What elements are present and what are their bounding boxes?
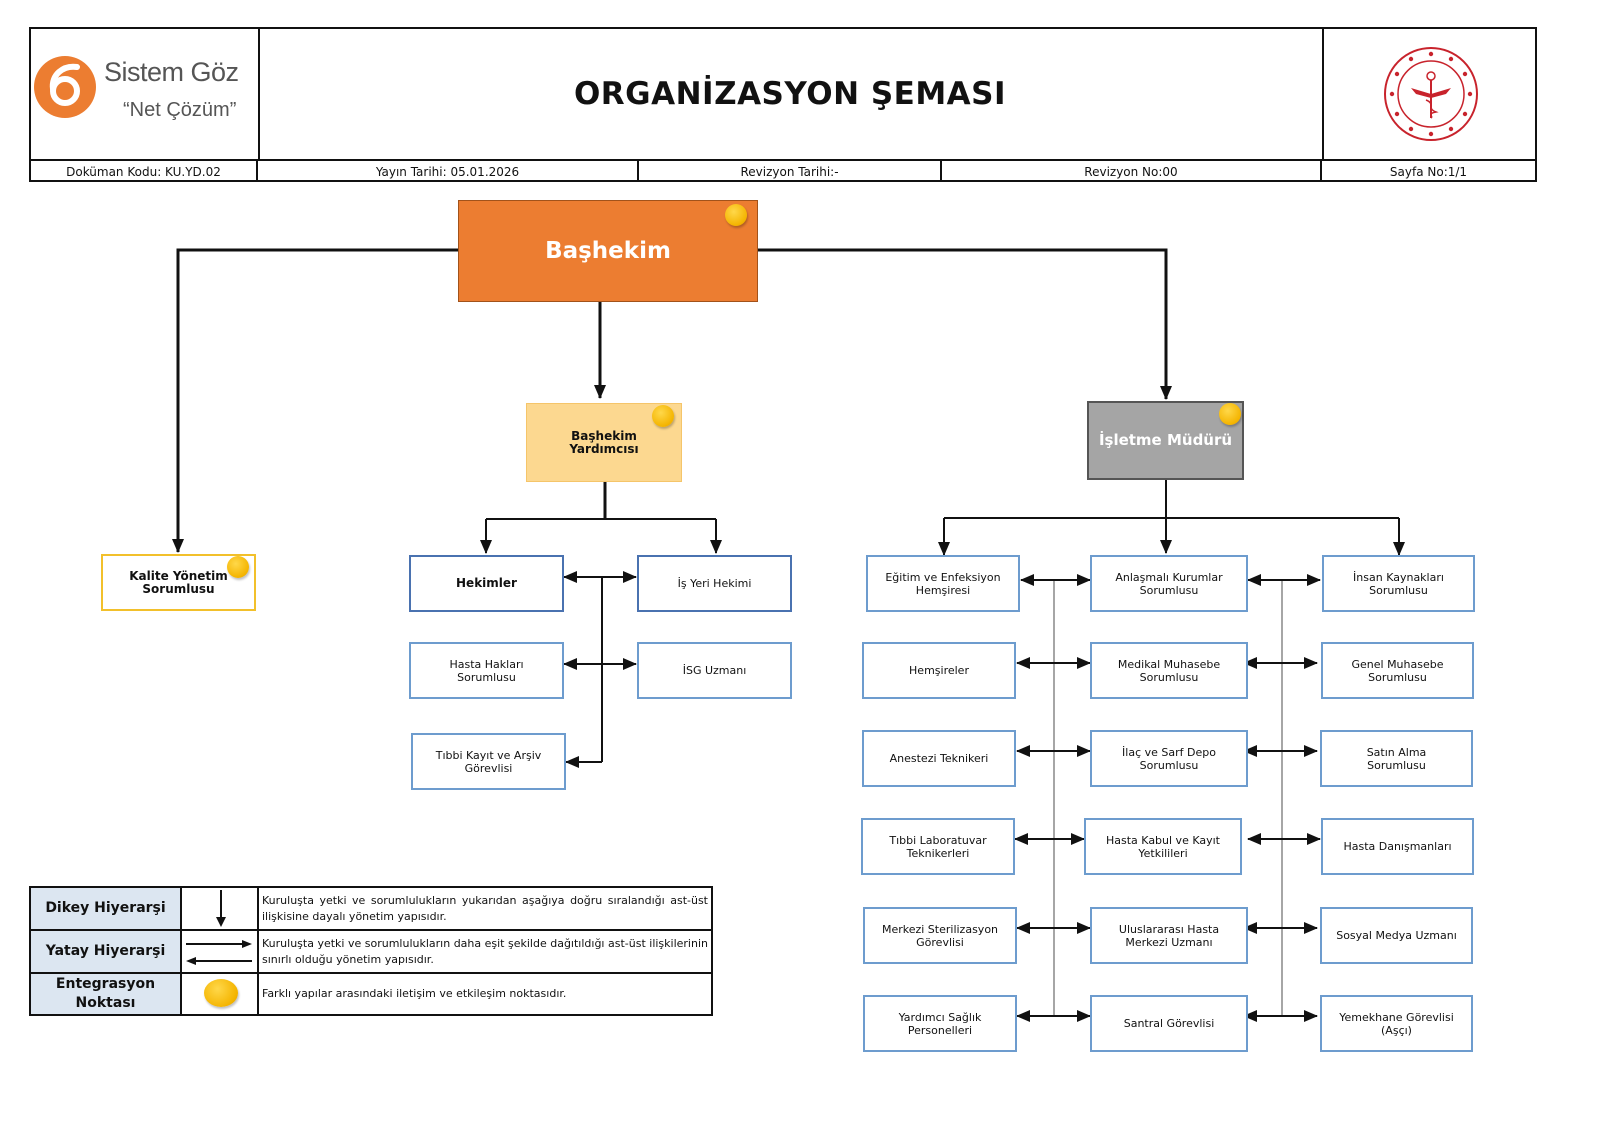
legend-symbol bbox=[182, 974, 259, 1014]
revision-number: Revizyon No:00 bbox=[942, 161, 1322, 182]
org-node[interactable]: Yemekhane Görevlisi (Aşçı) bbox=[1320, 995, 1473, 1052]
legend-name: Entegrasyon Noktası bbox=[31, 974, 182, 1014]
org-node-label: Satın Alma Sorumlusu bbox=[1366, 745, 1427, 772]
org-node-label: Santral Görevlisi bbox=[1123, 1017, 1215, 1030]
org-node[interactable]: Santral Görevlisi bbox=[1090, 995, 1248, 1052]
line-top-to-quality bbox=[172, 248, 458, 553]
org-node[interactable]: Anlaşmalı Kurumlar Sorumlusu bbox=[1090, 555, 1248, 612]
legend-name: Yatay Hiyerarşi bbox=[31, 931, 182, 972]
arrows-horizontal-icon bbox=[186, 940, 252, 965]
org-node-tibbi-kayit[interactable]: Tıbbi Kayıt ve Arşiv Görevlisi bbox=[411, 733, 566, 790]
integration-point-icon bbox=[1219, 403, 1241, 425]
line-top-to-manager bbox=[757, 248, 1172, 400]
org-node[interactable]: İlaç ve Sarf Depo Sorumlusu bbox=[1090, 730, 1248, 787]
org-node-label: İnsan Kaynakları Sorumlusu bbox=[1353, 570, 1444, 597]
org-node-isg-uzmani[interactable]: İSG Uzmanı bbox=[637, 642, 792, 699]
ministry-emblem bbox=[1322, 29, 1537, 159]
org-node[interactable]: Satın Alma Sorumlusu bbox=[1320, 730, 1473, 787]
org-node[interactable]: Uluslararası Hasta Merkezi Uzmanı bbox=[1090, 907, 1248, 964]
org-node-label: İSG Uzmanı bbox=[682, 664, 747, 677]
org-node[interactable]: Anestezi Teknikeri bbox=[862, 730, 1016, 787]
org-node-label: Kalite Yönetim Sorumlusu bbox=[129, 568, 228, 596]
org-node-label: Hekimler bbox=[456, 576, 517, 590]
legend-symbol bbox=[182, 888, 259, 929]
legend-description: Kuruluşta yetki ve sorumlulukların yukar… bbox=[262, 893, 708, 923]
org-node-isletme-muduru[interactable]: İşletme Müdürü bbox=[1087, 401, 1244, 480]
publish-date: Yayın Tarihi: 05.01.2026 bbox=[258, 161, 639, 182]
sistem-goz-logo-icon bbox=[34, 56, 96, 118]
document-code: Doküman Kodu: KU.YD.02 bbox=[31, 161, 258, 182]
page-number: Sayfa No:1/1 bbox=[1389, 164, 1468, 179]
org-node-is-yeri-hekimi[interactable]: İş Yeri Hekimi bbox=[637, 555, 792, 612]
org-node-label: Hasta Hakları Sorumlusu bbox=[449, 657, 524, 684]
org-node-label: Sosyal Medya Uzmanı bbox=[1336, 929, 1457, 942]
logo-name: Sistem Göz bbox=[104, 57, 239, 87]
org-node-label: Uluslararası Hasta Merkezi Uzmanı bbox=[1118, 922, 1220, 949]
org-node[interactable]: Merkezi Sterilizasyon Görevlisi bbox=[863, 907, 1017, 964]
org-node-bashekim[interactable]: Başhekim bbox=[458, 200, 758, 302]
org-node[interactable]: Sosyal Medya Uzmanı bbox=[1320, 907, 1473, 964]
org-node-label: Medikal Muhasebe Sorumlusu bbox=[1117, 657, 1221, 684]
ministry-of-health-emblem-icon bbox=[1383, 47, 1478, 141]
org-node-label: İlaç ve Sarf Depo Sorumlusu bbox=[1122, 745, 1216, 772]
legend-symbol bbox=[182, 931, 259, 972]
logo-tagline: “Net Çözüm” bbox=[123, 99, 237, 121]
legend-table: Dikey Hiyerarşi Kuruluşta yetki ve sorum… bbox=[29, 886, 713, 1016]
page-title: ORGANİZASYON ŞEMASI bbox=[573, 76, 1007, 112]
legend-row-yatay: Yatay Hiyerarşi Kuruluşta yetki ve sorum… bbox=[31, 931, 711, 974]
org-node[interactable]: Eğitim ve Enfeksiyon Hemşiresi bbox=[866, 555, 1020, 612]
org-node-label: Anlaşmalı Kurumlar Sorumlusu bbox=[1115, 570, 1223, 597]
org-node-label: Hemşireler bbox=[909, 664, 969, 677]
org-node[interactable]: İnsan Kaynakları Sorumlusu bbox=[1322, 555, 1475, 612]
org-node[interactable]: Yardımcı Sağlık Personelleri bbox=[863, 995, 1017, 1052]
org-node-label: Yemekhane Görevlisi (Aşçı) bbox=[1339, 1010, 1454, 1037]
org-node-label: Hasta Danışmanları bbox=[1343, 840, 1452, 853]
org-node-label: Yardımcı Sağlık Personelleri bbox=[898, 1010, 982, 1037]
org-node-label: İş Yeri Hekimi bbox=[677, 577, 752, 590]
org-node-label: İşletme Müdürü bbox=[1098, 431, 1233, 449]
org-node[interactable]: Tıbbi Laboratuvar Teknikerleri bbox=[861, 818, 1015, 875]
legend-description: Kuruluşta yetki ve sorumlulukların daha … bbox=[262, 936, 708, 966]
integration-point-icon bbox=[725, 204, 747, 226]
legend-name: Dikey Hiyerarşi bbox=[31, 888, 182, 929]
revision-date: Revizyon Tarihi:- bbox=[639, 161, 942, 182]
org-node-hekimler[interactable]: Hekimler bbox=[409, 555, 564, 612]
org-node[interactable]: Hemşireler bbox=[862, 642, 1016, 699]
integration-point-icon bbox=[227, 556, 249, 578]
org-node-label: Merkezi Sterilizasyon Görevlisi bbox=[881, 922, 999, 949]
org-node-label: Genel Muhasebe Sorumlusu bbox=[1351, 657, 1444, 684]
org-node[interactable]: Hasta Kabul ve Kayıt Yetkilileri bbox=[1084, 818, 1242, 875]
org-node-label: Başhekim Yardımcısı bbox=[569, 428, 639, 456]
org-node-label: Başhekim bbox=[545, 237, 671, 264]
org-node-label: Eğitim ve Enfeksiyon Hemşiresi bbox=[885, 570, 1001, 597]
org-node[interactable]: Hasta Danışmanları bbox=[1321, 818, 1474, 875]
org-node[interactable]: Medikal Muhasebe Sorumlusu bbox=[1090, 642, 1248, 699]
org-node-label: Tıbbi Kayıt ve Arşiv Görevlisi bbox=[435, 748, 542, 775]
integration-point-icon bbox=[652, 405, 674, 427]
org-node-hasta-haklari[interactable]: Hasta Hakları Sorumlusu bbox=[409, 642, 564, 699]
legend-row-entegrasyon: Entegrasyon Noktası Farklı yapılar arası… bbox=[31, 974, 711, 1014]
org-node[interactable]: Genel Muhasebe Sorumlusu bbox=[1321, 642, 1474, 699]
arrow-down-icon bbox=[216, 890, 226, 927]
org-node-label: Tıbbi Laboratuvar Teknikerleri bbox=[889, 833, 987, 860]
legend-description: Farklı yapılar arasındaki iletişim ve et… bbox=[262, 987, 567, 1000]
company-logo: Sistem Göz “Net Çözüm” bbox=[31, 29, 260, 159]
org-node-label: Anestezi Teknikeri bbox=[889, 752, 989, 765]
document-meta-row: Doküman Kodu: KU.YD.02 Yayın Tarihi: 05.… bbox=[31, 159, 1535, 182]
yellow-dot-icon bbox=[204, 979, 238, 1007]
document-header: Sistem Göz “Net Çözüm” ORGANİZASYON ŞEMA… bbox=[29, 27, 1537, 182]
org-node-label: Hasta Kabul ve Kayıt Yetkilileri bbox=[1106, 833, 1220, 860]
legend-row-dikey: Dikey Hiyerarşi Kuruluşta yetki ve sorum… bbox=[31, 888, 711, 931]
